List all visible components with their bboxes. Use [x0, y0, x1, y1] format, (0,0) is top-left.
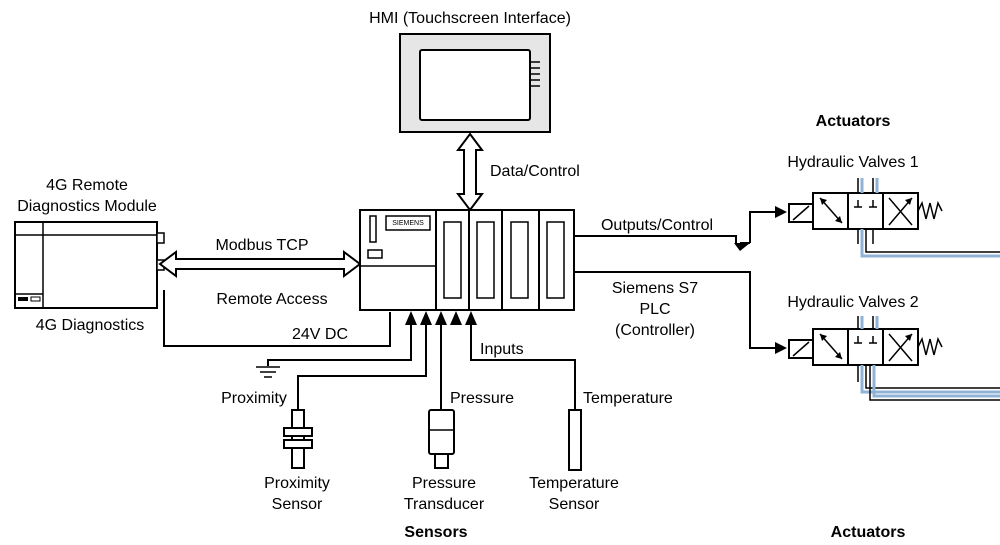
pressure-transducer-line1: Pressure [412, 475, 476, 492]
actuators-heading-top: Actuators [816, 113, 891, 130]
plc-rack: SIEMENS [359, 209, 575, 311]
actuators-heading-bottom: Actuators [831, 524, 906, 541]
temperature-signal-label: Temperature [583, 390, 673, 407]
modbus-link-arrow [158, 250, 362, 278]
plc-name-line2: PLC [639, 301, 670, 318]
plc-name-line1: Siemens S7 [612, 280, 698, 297]
proximity-sensor-line2: Sensor [272, 496, 323, 513]
ground-symbol [256, 325, 412, 378]
plc-name-line3: (Controller) [615, 322, 695, 339]
hmi-panel [399, 33, 551, 133]
plc-brand: SIEMENS [392, 220, 424, 227]
remote-access-label: Remote Access [216, 291, 327, 308]
plc-io-modules [435, 209, 575, 311]
outputs-label: Outputs/Control [601, 217, 713, 234]
proximity-sensor-line1: Proximity [264, 475, 330, 492]
proximity-sensor-icon [283, 409, 313, 469]
proximity-wire [297, 325, 427, 410]
pressure-transducer-icon [428, 409, 455, 469]
hmi-link-label: Data/Control [490, 163, 580, 180]
output-wires [574, 206, 787, 354]
remote-module-caption: 4G Diagnostics [36, 317, 145, 334]
proximity-signal-label: Proximity [221, 390, 287, 407]
temperature-sensor-line1: Temperature [529, 475, 619, 492]
temperature-wire [470, 325, 576, 410]
pressure-signal-label: Pressure [450, 390, 514, 407]
sensors-heading: Sensors [404, 524, 467, 541]
hydraulic-valve-1 [788, 178, 1000, 258]
remote-module-title-line2: Diagnostics Module [17, 198, 157, 215]
hydraulic-valve-2 [788, 316, 1000, 401]
temperature-sensor-icon [568, 409, 582, 471]
hmi-plc-link-arrow [456, 132, 484, 212]
hmi-title: HMI (Touchscreen Interface) [369, 10, 571, 27]
temperature-sensor-line2: Sensor [549, 496, 600, 513]
power-label: 24V DC [292, 326, 348, 343]
inputs-label: Inputs [480, 341, 524, 358]
input-arrows [405, 311, 477, 325]
remote-module-title-line1: 4G Remote [46, 177, 128, 194]
valve2-label: Hydraulic Valves 2 [787, 294, 918, 311]
remote-diagnostics-module [14, 221, 165, 309]
hmi-side-buttons [530, 61, 540, 87]
valve1-label: Hydraulic Valves 1 [787, 154, 918, 171]
modbus-label: Modbus TCP [215, 237, 308, 254]
pressure-transducer-line2: Transducer [404, 496, 485, 513]
power-wire [163, 290, 391, 347]
